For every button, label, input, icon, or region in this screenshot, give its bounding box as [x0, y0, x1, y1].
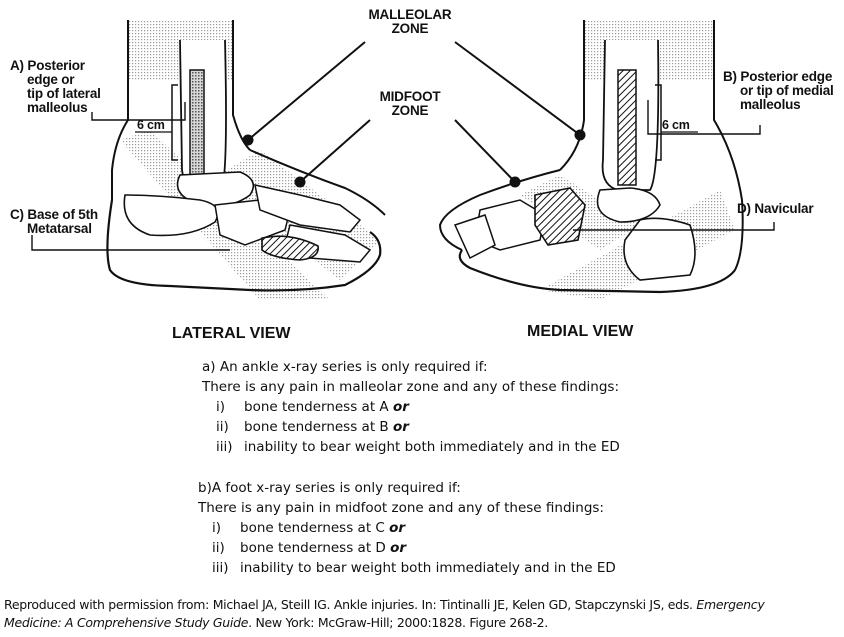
foot-xray-rule: b)A foot x-ray series is only required i…: [198, 478, 718, 578]
ankle-rule-item-2-text: bone tenderness at B: [244, 419, 393, 435]
label-a-line-2: edge or: [27, 72, 75, 87]
citation-lead: Reproduced with permission from: Michael…: [4, 597, 697, 612]
midfoot-zone-line-2: ZONE: [391, 103, 429, 118]
ankle-rule-item-3: iii) inability to bear weight both immedi…: [202, 437, 722, 457]
ankle-rule-item-2: ii) bone tenderness at B or: [202, 417, 722, 437]
ankle-rule-item-2-or: or: [392, 419, 409, 435]
citation: Reproduced with permission from: Michael…: [4, 596, 844, 632]
zone-pointers: [247, 41, 581, 183]
zone-dots: [242, 129, 586, 188]
medial-midfoot-dot: [509, 176, 521, 188]
malleolar-zone-line-2: ZONE: [391, 21, 429, 36]
citation-title-part2: Medicine: A Comprehensive Study Guide: [4, 615, 249, 630]
midfoot-zone-label: MIDFOOT ZONE: [360, 90, 460, 118]
label-c-line-1: C) Base of 5th: [10, 207, 98, 222]
ankle-xray-rule: a) An ankle x-ray series is only require…: [202, 357, 722, 457]
foot-rule-item-1: i) bone tenderness at C or: [198, 518, 718, 538]
medial-view-title: MEDIAL VIEW: [527, 323, 634, 340]
ankle-rule-item-1-or: or: [392, 399, 409, 415]
foot-rule-intro: There is any pain in midfoot zone and an…: [198, 500, 604, 516]
foot-rule-item-1-num: i): [212, 520, 222, 536]
label-b-posterior-medial-malleolus: B) Posterior edge or tip of medial malle…: [723, 70, 834, 112]
foot-rule-item-2-text: bone tenderness at D: [240, 540, 391, 556]
citation-tail: . New York: McGraw-Hill; 2000:1828. Figu…: [248, 615, 548, 630]
label-b-line-2: or tip of medial: [740, 83, 834, 98]
citation-title-part1: Emergency: [696, 597, 765, 612]
label-a-line-1: A) Posterior: [10, 58, 85, 73]
ankle-diagram: [31, 20, 775, 300]
medial-malleolus-hatch: [617, 69, 637, 186]
lateral-foot-drawing: [106, 20, 386, 300]
foot-rule-heading: b)A foot x-ray series is only required i…: [198, 480, 461, 496]
ankle-rule-intro: There is any pain in malleolar zone and …: [202, 379, 620, 395]
malleolar-zone-label: MALLEOLAR ZONE: [360, 8, 460, 36]
label-b-line-3: malleolus: [740, 97, 801, 112]
foot-rule-item-1-or: or: [389, 520, 406, 536]
label-a-posterior-lateral-malleolus: A) Posterior edge or tip of lateral mall…: [10, 59, 101, 115]
midfoot-zone-line-1: MIDFOOT: [379, 89, 441, 104]
fifth-metatarsal-hatch: [261, 235, 319, 261]
foot-rule-item-3: iii) inability to bear weight both immedi…: [198, 558, 718, 578]
foot-rule-item-3-num: iii): [212, 560, 229, 576]
lateral-midfoot-dot: [294, 176, 306, 188]
ankle-rule-item-1-text: bone tenderness at A: [244, 399, 393, 415]
ankle-rule-item-3-text: inability to bear weight both immediatel…: [244, 439, 620, 455]
label-b-line-1: B) Posterior edge: [723, 69, 833, 84]
lateral-view-title: LATERAL VIEW: [172, 325, 291, 342]
foot-rule-item-2-num: ii): [212, 540, 225, 556]
malleolar-zone-line-1: MALLEOLAR: [368, 7, 452, 22]
lateral-malleolus-shading: [189, 69, 205, 181]
medial-malleolar-dot: [574, 129, 586, 141]
foot-rule-item-2-or: or: [390, 540, 407, 556]
lateral-6cm-measure: 6 cm: [137, 118, 165, 132]
ankle-rule-item-3-num: iii): [216, 439, 233, 455]
label-a-line-3: tip of lateral: [27, 86, 101, 101]
foot-rule-item-1-text: bone tenderness at C: [240, 520, 390, 536]
label-c-base-fifth-metatarsal: C) Base of 5th Metatarsal: [10, 208, 98, 236]
lateral-malleolar-dot: [242, 134, 254, 146]
foot-rule-item-3-text: inability to bear weight both immediatel…: [240, 560, 616, 576]
navicular-hatch: [534, 187, 586, 246]
medial-foot-drawing: [438, 20, 744, 300]
medial-6cm-measure: 6 cm: [662, 118, 690, 132]
foot-rule-item-2: ii) bone tenderness at D or: [198, 538, 718, 558]
ankle-rule-item-2-num: ii): [216, 419, 229, 435]
ankle-rule-item-1-num: i): [216, 399, 226, 415]
label-c-line-2: Metatarsal: [27, 221, 92, 236]
ankle-rule-heading: a) An ankle x-ray series is only require…: [202, 359, 488, 375]
label-a-line-4: malleolus: [27, 100, 88, 115]
label-d-navicular: D) Navicular: [737, 201, 814, 216]
label-leaders: [31, 100, 775, 251]
ankle-rule-item-1: i) bone tenderness at A or: [202, 397, 722, 417]
